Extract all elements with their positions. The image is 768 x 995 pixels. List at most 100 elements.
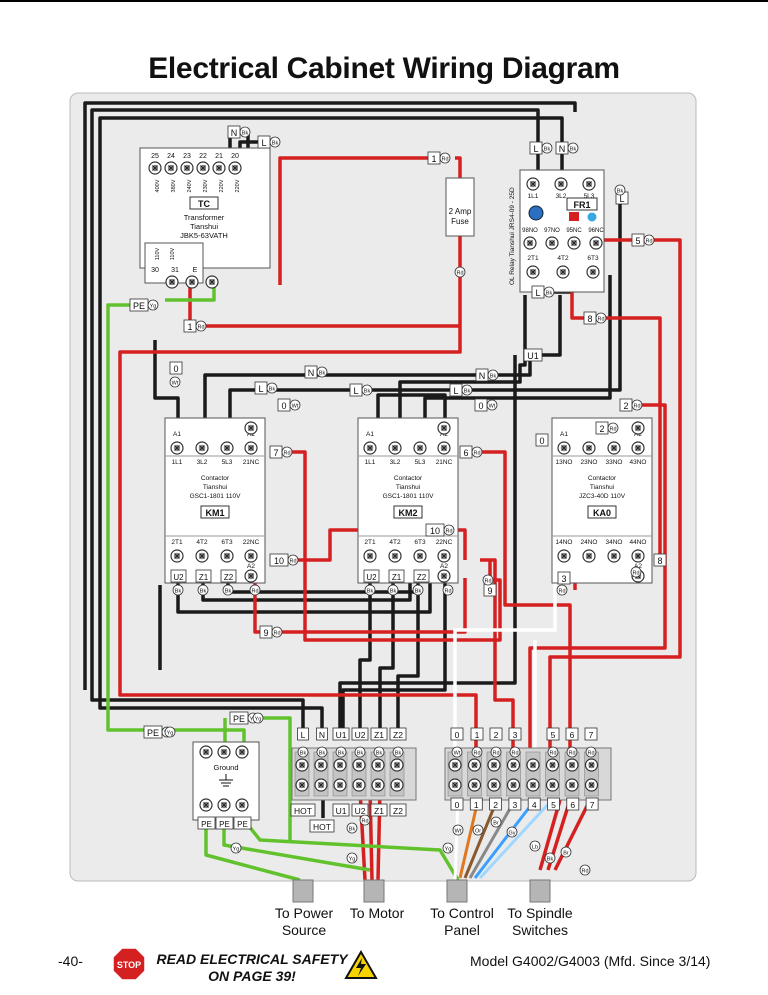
overload-terminal-label: 1L1 [528, 193, 539, 200]
overload-terminal-label: 98NO [522, 228, 538, 234]
page-title: Electrical Cabinet Wiring Diagram [148, 52, 620, 85]
wire-tag: 0 [539, 436, 544, 446]
transformer-terminal-label: 31 [171, 267, 179, 274]
wire-color-dot [566, 746, 578, 758]
wire-color-dot [547, 746, 559, 758]
wire-tag: N [559, 144, 566, 154]
contactor-terminal-label: 2T1 [364, 539, 376, 546]
strip-bottom-tag: 6 [570, 800, 575, 810]
ground-pe-tag: PE [219, 820, 230, 829]
km1-contactor: A1A21L13L25L321NCContactorTianshuiGSC1-1… [164, 417, 266, 584]
hot-tag: HOT [313, 822, 331, 832]
wire-tag: 1 [187, 322, 192, 332]
wire-color-code: Rd [609, 427, 616, 433]
ground-symbol-icon [219, 774, 233, 787]
wire-color-dot [230, 842, 242, 854]
wire-tag: 9 [487, 586, 492, 596]
wire-color-dot [172, 584, 184, 596]
fuse-label-2: Fuse [451, 217, 469, 226]
wire-color-code: Wt [292, 404, 299, 410]
wire-tag: 10 [274, 556, 284, 566]
contactor-terminal-label: 5L3 [415, 459, 426, 466]
transformer-terminal-label: 24 [167, 153, 175, 160]
wire-color-code: Wt [454, 751, 461, 757]
wire-color-code: Bk [544, 147, 551, 153]
transformer-voltage-label: 400V [155, 179, 161, 192]
wire-color-code: Yg [445, 847, 452, 853]
transformer-voltage-label: 220V [235, 179, 241, 192]
contactor-coil-label: A2 [634, 563, 642, 570]
wire-tag: 0 [281, 401, 286, 411]
wire-color-code: Rd [558, 589, 565, 595]
model-info: Model G4002/G4003 (Mfd. Since 3/14) [470, 953, 711, 969]
wire-color-code: Rd [197, 325, 204, 331]
wire-color-code: Rd [456, 271, 463, 277]
strip-top-tag: Z2 [393, 730, 403, 740]
contactor-terminal-label: 14NO [556, 539, 573, 546]
wire-color-code: Rd [473, 451, 480, 457]
wire-color-code: Rd [581, 869, 588, 875]
wire-tag: 6 [463, 448, 468, 458]
wire-color-dot [346, 822, 358, 834]
strip-bottom-tag: HOT [294, 806, 312, 816]
strip-top-tag: 5 [551, 730, 556, 740]
wire-color-code: Rd [444, 589, 451, 595]
ground-pe-tag: PE [237, 820, 248, 829]
fuse-label-1: 2 Amp [449, 207, 472, 216]
contactor-output-tag: U2 [173, 573, 184, 582]
strip-top-tag: U1 [336, 730, 347, 740]
wire-color-dot [482, 574, 494, 586]
page-number: -40- [58, 953, 83, 969]
transformer-terminal-label: 25 [151, 153, 159, 160]
stop-sign-icon: STOP [112, 947, 146, 981]
strip-bottom-tag: 1 [474, 800, 479, 810]
wire-color-dot [509, 746, 521, 758]
contactor-terminal-label: 21NC [243, 459, 260, 466]
wire-color-code: Bk [272, 141, 279, 147]
contactor-text: GSC1-1801 110V [190, 493, 241, 500]
wire-tag: 2 [623, 401, 628, 411]
wire-color-code: Rd [441, 157, 448, 163]
wire-color-code: Rd [251, 589, 258, 595]
contactor-text: Tianshui [396, 484, 420, 491]
overload-terminal-label: 96NC [588, 228, 604, 234]
transformer-terminal-label: 23 [183, 153, 191, 160]
transformer-voltage-label: 110V [170, 247, 176, 260]
wire-color-code: Bk [300, 751, 307, 757]
wire-color-dot [346, 852, 358, 864]
transformer-voltage-label: 220V [219, 179, 225, 192]
safety-warning-line2: ON PAGE 39! [208, 968, 296, 984]
strip-top-tag: 6 [570, 730, 575, 740]
safety-warning: READ ELECTRICAL SAFETY ON PAGE 39! [152, 951, 352, 985]
wire-color-code: Rd [283, 451, 290, 457]
wire-tag: 5 [635, 236, 640, 246]
wire-color-code: Bk [490, 374, 497, 380]
contactor-terminal-label: 43NO [630, 459, 647, 466]
overload-terminal-label: 97NO [544, 228, 560, 234]
contactor-text: Contactor [201, 475, 230, 482]
wire-color-code: Or [475, 829, 481, 835]
wire-tag: 2 [599, 424, 604, 434]
wire-color-code: Rd [597, 317, 604, 323]
wire-color-code: Bk [242, 131, 249, 137]
wire-color-code: Bk [319, 371, 326, 377]
contactor-text: Contactor [394, 475, 423, 482]
transformer-terminal-label: E [193, 267, 198, 274]
strip-top-tag: U2 [355, 730, 366, 740]
contactor-terminal-label: 1L1 [365, 459, 376, 466]
wire-tag: 0 [173, 364, 178, 374]
wire-color-code: Bk [376, 751, 383, 757]
wire-color-dot [506, 826, 518, 838]
wire-color-code: Rd [273, 631, 280, 637]
transformer-name: Transformer [184, 213, 225, 222]
wire-color-code: Bk [367, 589, 374, 595]
wire-color-dot [490, 816, 502, 828]
wire-color-code: Rd [568, 751, 575, 757]
overload-reset-button [569, 212, 579, 221]
contactor-id: KA0 [593, 508, 611, 518]
contactor-coil-label: A2 [440, 563, 448, 570]
wire-color-dot [471, 746, 483, 758]
wire-color-code: Bk [269, 387, 276, 393]
